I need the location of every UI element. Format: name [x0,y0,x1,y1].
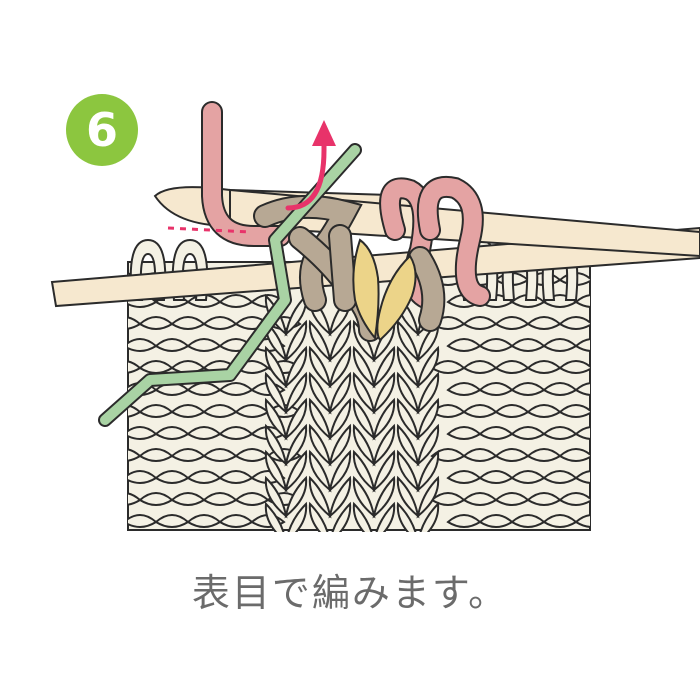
purl-bump [558,448,590,462]
knit-stitch-leg [372,423,396,467]
arrow-up-icon [285,120,336,211]
knit-stitch-leg [396,501,417,532]
knit-stitch-leg [328,371,352,415]
knit-stitch-leg [416,371,440,415]
purl-bump [574,338,590,352]
step-number: 6 [85,103,118,157]
cable-stitch-legs [352,238,417,342]
knitting-illustration [50,101,700,532]
knit-stitch-leg [416,423,440,467]
working-yarn [167,101,291,247]
knit-stitch-leg [284,345,308,389]
purl-bump [574,470,590,484]
purl-bump [574,514,590,528]
knit-stitch-leg [328,345,352,389]
knit-stitch-leg [284,423,308,467]
purl-bump [558,492,590,506]
knit-stitch-leg [328,319,352,363]
knit-stitch-leg [416,475,440,519]
knit-stitch-leg [328,475,352,519]
purl-bump [558,316,590,330]
knit-stitch-leg [331,501,352,532]
knit-stitch-leg [284,475,308,519]
cable-needle [98,143,362,427]
purl-bump [574,382,590,396]
knit-stitch-leg [372,449,396,493]
knit-stitch-leg [284,319,308,363]
knit-stitch-leg [328,397,352,441]
purl-bump [574,426,590,440]
knit-stitch-leg [284,371,308,415]
knit-stitch-leg [372,345,396,389]
knit-stitch-leg [372,397,396,441]
knit-stitch-leg [308,501,329,532]
knit-stitch-leg [419,501,440,532]
knit-stitch-leg [264,501,285,532]
knit-stitch-leg [372,371,396,415]
knit-stitch-leg [284,449,308,493]
knit-stitch-leg [352,501,373,532]
purl-bump [558,404,590,418]
instruction-caption: 表目で編みます。 [191,571,509,615]
knit-stitch-leg [284,293,308,337]
knit-stitch-leg [284,397,308,441]
knit-stitch-leg [375,501,396,532]
knit-stitch-leg [287,501,308,532]
step-badge: 6 [66,94,138,166]
knit-stitch-leg [416,449,440,493]
purl-bump [574,294,590,308]
knit-stitch-leg [416,397,440,441]
purl-bump [558,360,590,374]
knit-stitch-leg [372,475,396,519]
knit-stitch-leg [328,423,352,467]
knit-stitch-leg [416,345,440,389]
knit-stitch-leg [328,449,352,493]
